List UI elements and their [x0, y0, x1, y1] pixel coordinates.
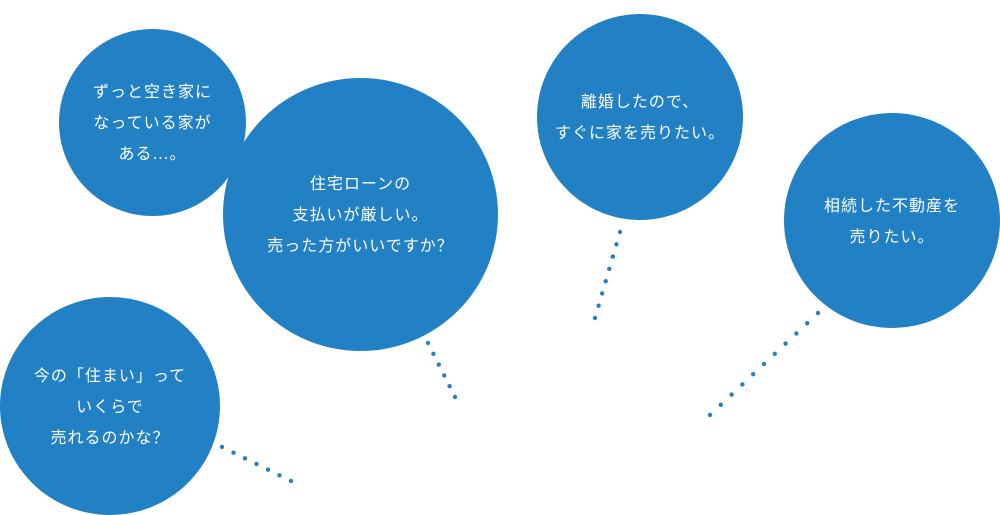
speech-bubble-home-value: 今の「住まい」って いくらで 売れるのかな？ — [0, 297, 220, 515]
speech-bubble-vacant-house: ずっと空き家に なっている家が ある…。 — [59, 29, 246, 216]
bubble-text-line: ずっと空き家に — [92, 82, 212, 101]
tail-dot — [431, 351, 436, 356]
bubble-text-line: 支払いが厳しい。 — [292, 205, 429, 224]
tail-dot — [707, 412, 713, 418]
tail-dot — [815, 310, 821, 316]
tail-dot — [219, 444, 225, 450]
bubble-text-line: 売りたい。 — [849, 226, 935, 246]
tail-dot — [718, 402, 723, 407]
tail-dot — [761, 361, 767, 367]
tail-dot — [805, 321, 810, 326]
bubble-text-line: すぐに家を売りたい。 — [554, 123, 725, 142]
tail-dot — [751, 372, 756, 377]
tail-dot — [599, 291, 605, 296]
tail-dot — [242, 456, 248, 461]
tail-dot — [442, 373, 447, 378]
tail-dot — [254, 461, 259, 467]
tail-dot — [729, 392, 734, 397]
bubble-text-line: なっている家が — [93, 113, 212, 132]
tail-dot — [603, 278, 608, 284]
tail-dot — [452, 394, 458, 400]
tail-dot — [425, 340, 431, 346]
tail-dot — [783, 341, 788, 346]
tail-dot — [265, 467, 271, 472]
tail-dot — [592, 315, 598, 321]
tail-dot — [447, 384, 452, 389]
tail-dot — [596, 303, 601, 308]
speech-bubble-divorce: 離婚したので、 すぐに家を売りたい。 — [537, 14, 743, 220]
bubble-text-line: 住宅ローンの — [309, 174, 412, 193]
tail-dot — [740, 382, 745, 387]
tail-dot — [277, 473, 282, 478]
bubble-text-line: 離婚したので、 — [580, 92, 700, 111]
tail-dot — [436, 362, 441, 367]
speech-bubble-inheritance: 相続した不動産を 売りたい。 — [784, 113, 1000, 328]
bubble-text-line: 今の「住まい」って — [33, 365, 187, 385]
tail-dot — [231, 450, 236, 455]
bubble-text-line: 売れるのかな？ — [50, 427, 170, 447]
tail-dot — [794, 331, 799, 336]
tail-dot — [610, 254, 616, 259]
tail-dot — [617, 229, 623, 235]
bubble-text-line: いくらで — [76, 396, 144, 416]
tail-dot — [607, 266, 612, 272]
tail-dot — [772, 351, 777, 356]
tail-dot — [288, 478, 294, 484]
tail-dot — [614, 242, 619, 247]
bubble-text-line: 相続した不動産を — [823, 195, 960, 215]
bubble-text-line: 売った方がいいですか？ — [267, 236, 454, 255]
bubble-text-line: ある…。 — [118, 144, 187, 163]
speech-bubble-mortgage: 住宅ローンの 支払いが厳しい。 売った方がいいですか？ — [223, 78, 498, 351]
